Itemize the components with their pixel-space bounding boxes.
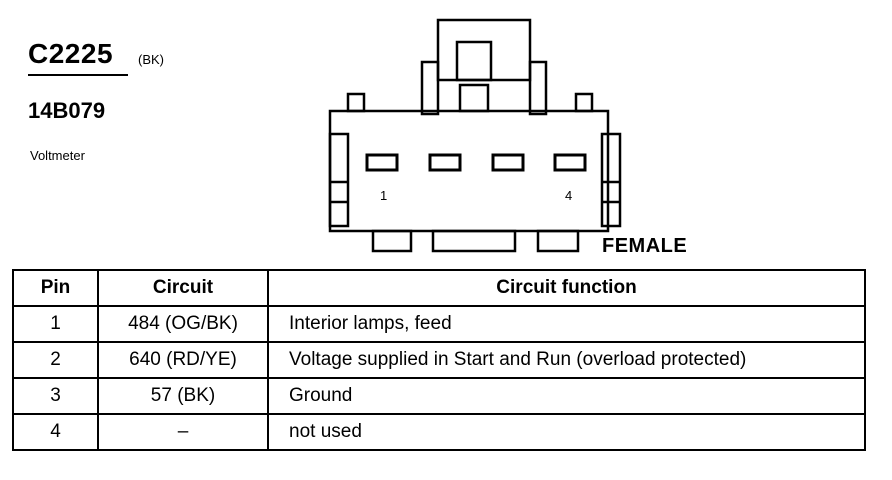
right-rib [600,132,622,228]
corner-tab-tl [346,92,366,113]
gender-label: FEMALE [602,235,688,257]
cell-circuit: 484 (OG/BK) [97,305,269,343]
pin-cavity-4 [553,153,587,172]
latch-inner [455,40,493,82]
bottom-tab-right [536,229,580,253]
part-number: 14B079 [28,98,106,123]
header-circuit: Circuit [97,269,269,307]
bottom-tab-left [371,229,413,253]
component-name: Voltmeter [30,148,85,163]
title-underline [28,74,128,76]
cell-pin: 1 [12,305,99,343]
pin-cavity-3 [491,153,525,172]
cell-circuit: – [97,413,269,451]
table-row: 1 484 (OG/BK) Interior lamps, feed [12,305,866,343]
cell-function: Ground [267,377,866,415]
left-shoulder [420,60,440,116]
cell-pin: 4 [12,413,99,451]
corner-tab-tr [574,92,594,113]
pin-label-4: 4 [565,188,573,203]
connector-color: (BK) [138,52,164,67]
cell-function: Interior lamps, feed [267,305,866,343]
pin-cavity-1 [365,153,399,172]
left-rib [328,132,350,228]
cell-function: not used [267,413,866,451]
header-circuit-function: Circuit function [267,269,866,307]
connector-face-diagram [328,18,622,253]
cell-pin: 2 [12,341,99,379]
cell-function: Voltage supplied in Start and Run (overl… [267,341,866,379]
connector-id: C2225 [28,38,114,69]
pin-cavity-2 [428,153,462,172]
table-row: 2 640 (RD/YE) Voltage supplied in Start … [12,341,866,379]
bottom-tab-center [431,229,517,253]
right-shoulder [528,60,548,116]
table-row: 4 – not used [12,413,866,451]
cell-pin: 3 [12,377,99,415]
latch-outer [436,18,532,82]
table-row: 3 57 (BK) Ground [12,377,866,415]
latch-tab [458,83,490,113]
cell-circuit: 57 (BK) [97,377,269,415]
pin-label-1: 1 [380,188,388,203]
pinout-table: Pin Circuit Circuit function 1 484 (OG/B… [12,269,866,451]
cell-circuit: 640 (RD/YE) [97,341,269,379]
header-pin: Pin [12,269,99,307]
table-header-row: Pin Circuit Circuit function [12,269,866,307]
